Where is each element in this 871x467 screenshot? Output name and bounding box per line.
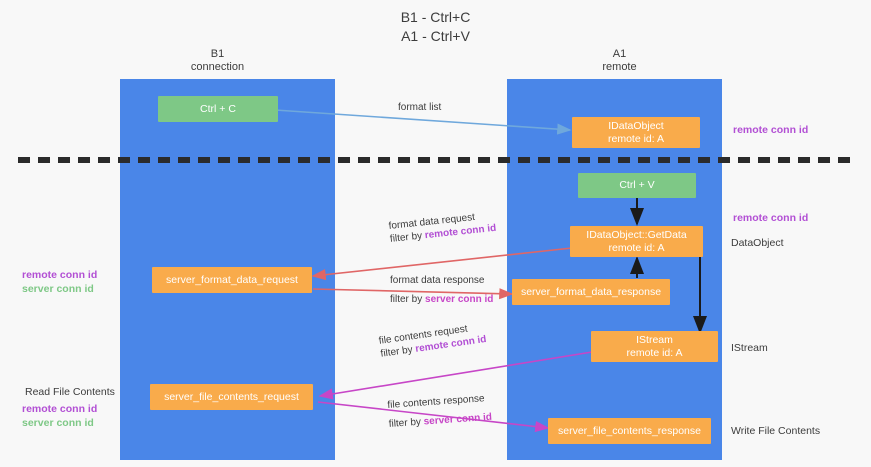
node-server-file-contents-request[interactable]: server_file_contents_request: [150, 384, 313, 410]
edge-label-format-data-request: format data request filter by remote con…: [388, 209, 497, 246]
node-server-format-data-request-label: server_format_data_request: [166, 273, 298, 286]
edge-label-format-list: format list: [398, 101, 441, 114]
node-ctrl-v-label: Ctrl + V: [619, 179, 655, 191]
node-ctrl-c[interactable]: Ctrl + C: [158, 96, 278, 122]
node-idataobject-getdata[interactable]: IDataObject::GetData remote id: A: [570, 226, 703, 257]
note-left-remote-conn-id-b: remote conn id: [22, 403, 98, 415]
node-istream-remote-line2: remote id: A: [626, 346, 683, 359]
lane-header-a1: A1 remote: [552, 48, 687, 74]
filter-by-text: filter by: [389, 230, 426, 245]
edge-label-format-data-response-line1: format data response: [390, 275, 485, 286]
note-dataobject: DataObject: [731, 237, 784, 249]
edge-label-file-contents-request: file contents request filter by remote c…: [378, 320, 487, 361]
node-server-file-contents-request-label: server_file_contents_request: [164, 390, 299, 403]
edge-label-file-contents-response-line2: filter by server conn id: [388, 411, 492, 431]
note-remote-conn-id-mid: remote conn id: [733, 212, 809, 224]
node-ctrl-v[interactable]: Ctrl + V: [578, 173, 696, 198]
node-server-format-data-response-label: server_format_data_response: [520, 285, 662, 298]
edge-label-format-list-line1: format list: [398, 102, 442, 113]
node-idataobject-remote[interactable]: IDataObject remote id: A: [572, 117, 700, 148]
lane-title-a1: A1: [612, 48, 627, 60]
node-ctrl-c-label: Ctrl + C: [200, 102, 236, 115]
highlight-server-conn-id: server conn id: [425, 294, 494, 305]
node-server-format-data-response[interactable]: server_format_data_response: [512, 279, 670, 305]
filter-by-text: filter by: [388, 416, 425, 430]
highlight-server-conn-id: server conn id: [423, 411, 493, 428]
note-read-file-contents: Read File Contents: [25, 386, 115, 398]
edge-label-format-data-response-line2: filter by server conn id: [390, 293, 493, 306]
node-server-file-contents-response[interactable]: server_file_contents_response: [548, 418, 711, 444]
note-left-remote-conn-id-a: remote conn id: [22, 269, 98, 281]
lane-header-b1: B1 connection: [150, 48, 285, 74]
note-istream: IStream: [731, 342, 768, 354]
node-istream-remote-line1: IStream: [636, 333, 673, 346]
note-left-server-conn-id-b: server conn id: [22, 417, 94, 429]
phase-divider: [18, 157, 858, 163]
lane-title-b1: B1: [210, 48, 225, 60]
note-left-server-conn-id-a: server conn id: [22, 283, 94, 295]
edge-label-file-contents-response: file contents response filter by server …: [387, 392, 492, 431]
diagram-title: B1 - Ctrl+C A1 - Ctrl+V: [400, 9, 471, 44]
edge-label-format-data-response: format data response filter by server co…: [390, 274, 493, 306]
lane-subtitle-a1: remote: [602, 61, 637, 73]
filter-by-text: filter by: [379, 343, 417, 360]
node-idataobject-remote-line2: remote id: A: [607, 132, 665, 145]
edge-label-file-contents-response-line1: file contents response: [387, 393, 485, 411]
node-server-file-contents-response-label: server_file_contents_response: [557, 424, 701, 437]
node-server-format-data-request[interactable]: server_format_data_request: [152, 267, 312, 293]
node-istream-remote[interactable]: IStream remote id: A: [591, 331, 718, 362]
note-write-file-contents: Write File Contents: [731, 425, 821, 437]
note-remote-conn-id-top: remote conn id: [733, 124, 809, 136]
node-idataobject-remote-line1: IDataObject: [608, 119, 664, 132]
node-idataobject-getdata-line1: IDataObject::GetData: [586, 228, 687, 241]
filter-by-text: filter by: [390, 294, 426, 305]
lane-subtitle-b1: connection: [190, 61, 245, 73]
node-idataobject-getdata-line2: remote id: A: [608, 241, 665, 254]
